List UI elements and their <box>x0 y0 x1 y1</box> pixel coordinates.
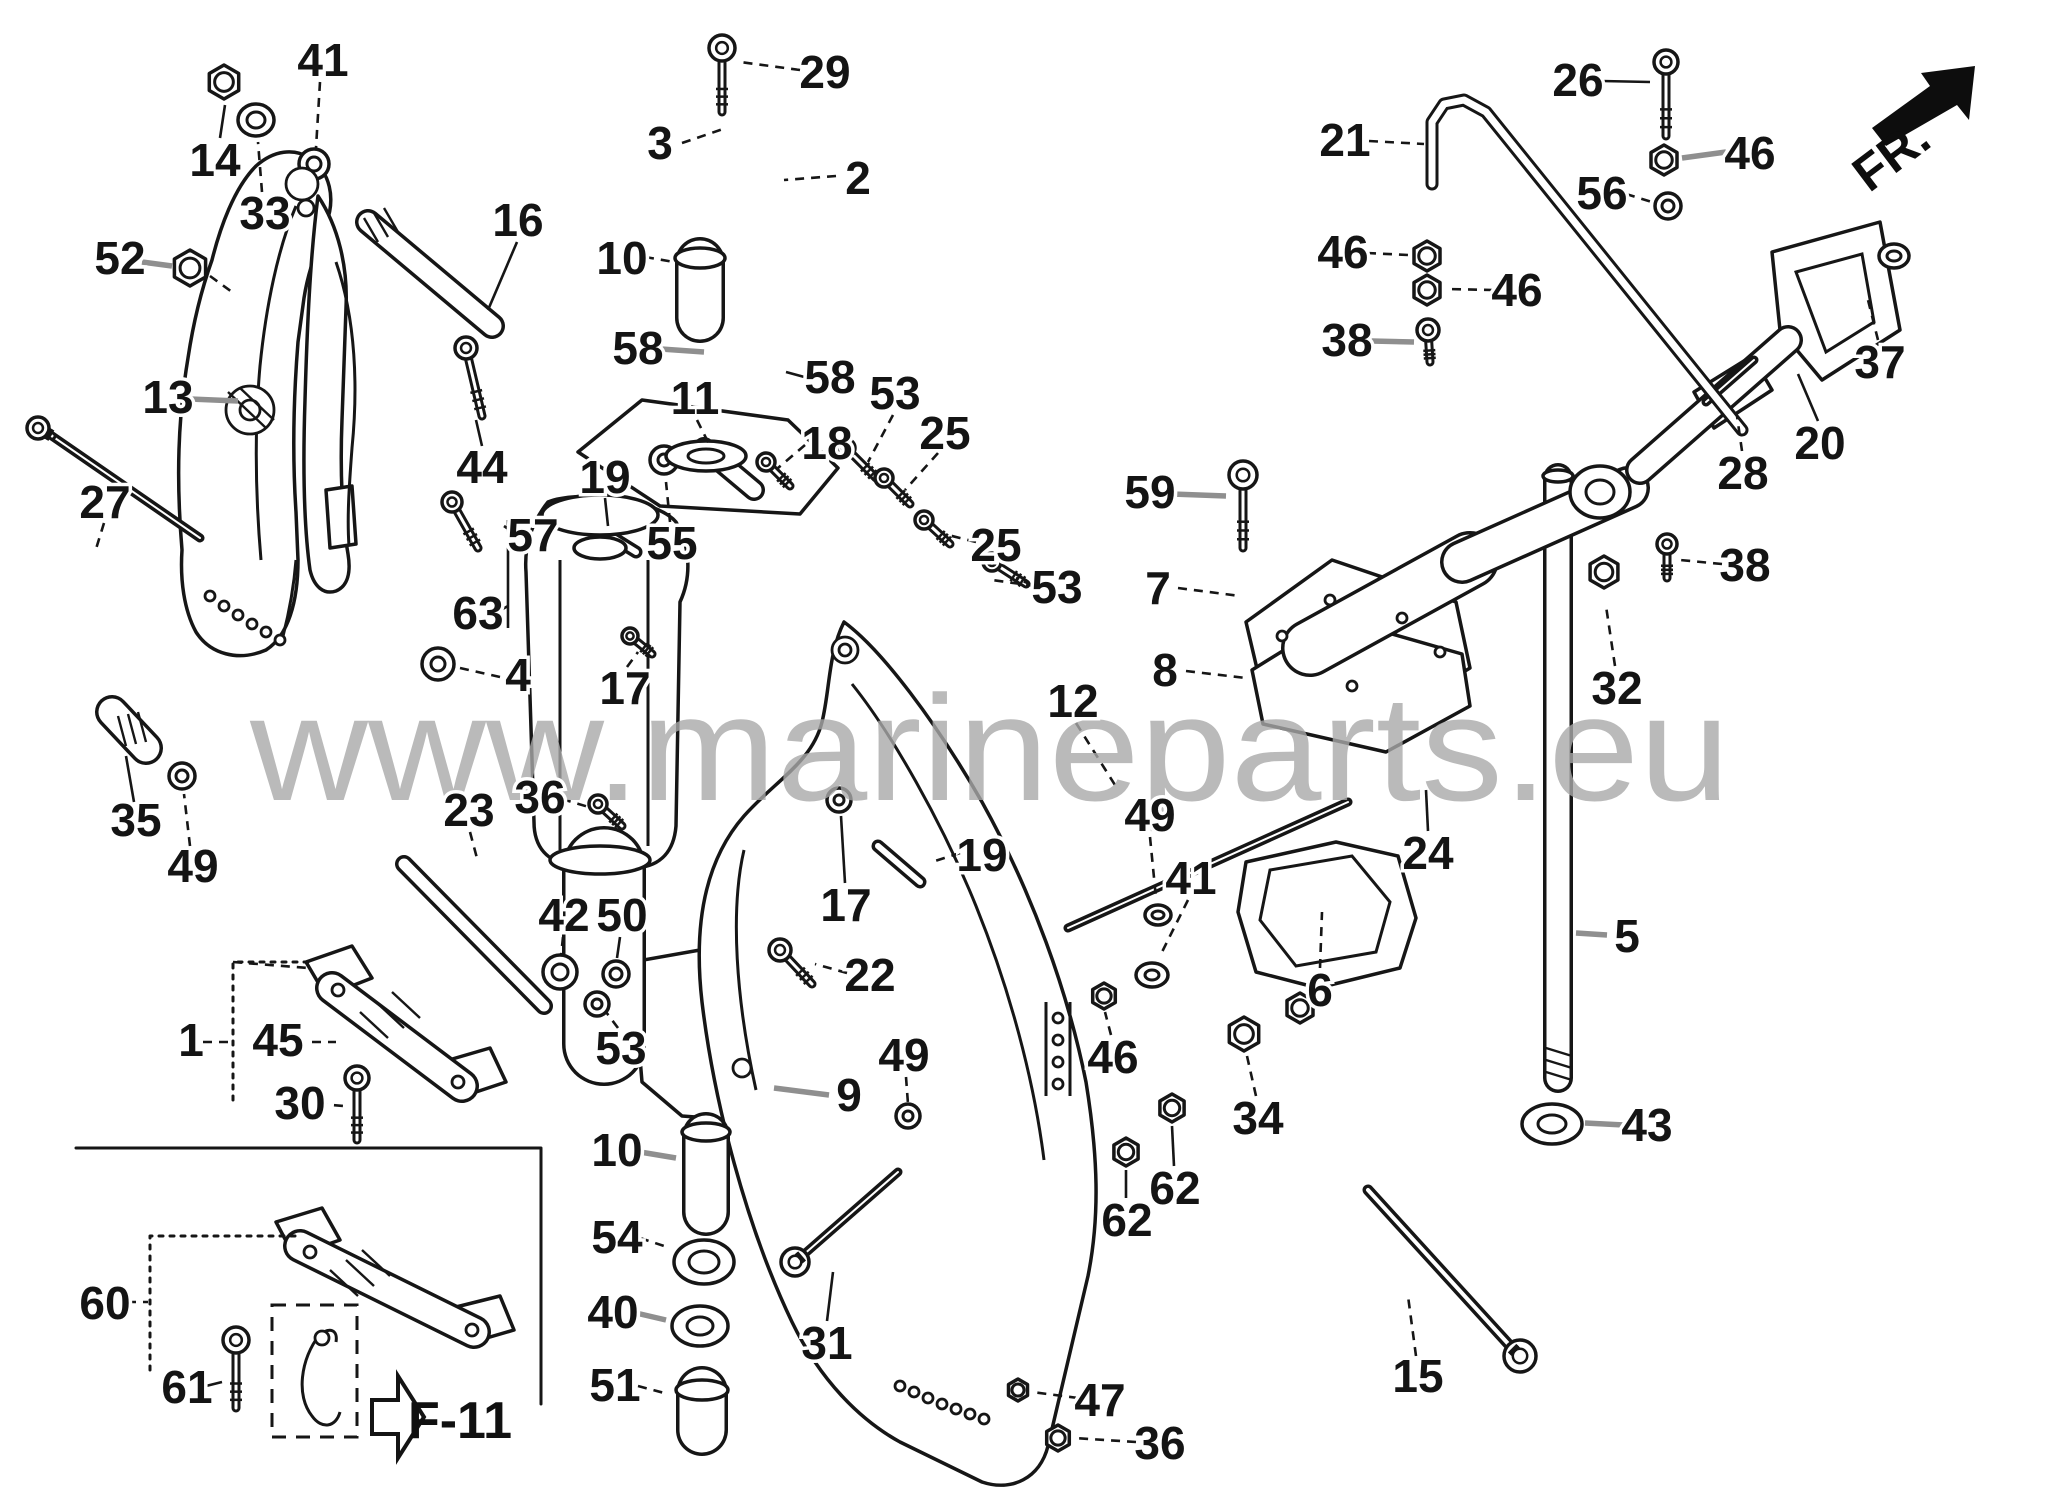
part-number-label: 46 <box>1087 1031 1138 1083</box>
part-number-label: 14 <box>189 134 241 186</box>
part-number-label: 1 <box>178 1014 204 1066</box>
part-number-label: 6 <box>1307 964 1333 1016</box>
part-number-label: 35 <box>110 794 161 846</box>
part-number-label: 15 <box>1392 1350 1443 1402</box>
part-number-label: 62 <box>1149 1162 1200 1214</box>
fr-direction-marker: FR. <box>1842 66 1975 202</box>
part-number-label: 3 <box>647 117 673 169</box>
part-number-label: 11 <box>671 372 720 424</box>
leader-lines <box>94 60 1880 1444</box>
f11-reference[interactable]: F-11 <box>370 1369 512 1465</box>
part-number-label: 45 <box>252 1014 303 1066</box>
part-number-label: 18 <box>801 417 852 469</box>
part-number-label: 53 <box>595 1022 646 1074</box>
part-number-label: 26 <box>1552 54 1603 106</box>
part-number-label: 17 <box>820 879 871 931</box>
part-number-label: 2 <box>845 152 871 204</box>
part-number-label: 13 <box>142 371 193 423</box>
part-number-label: 8 <box>1152 644 1178 696</box>
part-number-label: 49 <box>878 1029 929 1081</box>
part-number-label: 17 <box>599 662 650 714</box>
part-number-label: 46 <box>1491 264 1542 316</box>
part-number-label: 28 <box>1717 447 1768 499</box>
part-number-label: 9 <box>836 1069 862 1121</box>
watermark-text: www.marineparts.eu <box>249 664 1730 832</box>
part-number-label: 56 <box>1576 167 1627 219</box>
part-number-label: 46 <box>1724 127 1775 179</box>
f11-arrow-icon <box>370 1369 427 1465</box>
part-number-label: 32 <box>1591 662 1642 714</box>
part-number-label: 53 <box>869 367 920 419</box>
part-number-label: 44 <box>456 441 508 493</box>
part-number-label: 58 <box>804 351 855 403</box>
part-number-label: 40 <box>587 1286 638 1338</box>
part-number-label: 34 <box>1232 1092 1284 1144</box>
part-number-label: 25 <box>970 519 1021 571</box>
part-number-label: 51 <box>589 1359 640 1411</box>
part-number-label: 19 <box>579 451 630 503</box>
part-number-label: 54 <box>591 1211 643 1263</box>
part-number-label: 46 <box>1317 226 1368 278</box>
part-number-label: 62 <box>1101 1194 1152 1246</box>
part-number-label: 29 <box>799 46 850 98</box>
part-number-label: 61 <box>161 1361 212 1413</box>
part-number-label: 36 <box>1134 1417 1185 1469</box>
part-number-label: 24 <box>1402 827 1454 879</box>
part-number-label: 23 <box>443 784 494 836</box>
part-number-label: 38 <box>1321 314 1372 366</box>
part-number-label: 10 <box>591 1124 642 1176</box>
part-number-label: 7 <box>1145 562 1171 614</box>
part-number-label: 37 <box>1854 336 1905 388</box>
fr-arrow-icon <box>1872 66 1975 146</box>
part-number-label: 50 <box>596 889 647 941</box>
part-number-label: 22 <box>844 949 895 1001</box>
f11-reference-label[interactable]: F-11 <box>408 1392 512 1450</box>
part-number-label: 49 <box>1124 789 1175 841</box>
part-number-label: 12 <box>1047 675 1098 727</box>
part-number-label: 41 <box>1165 852 1216 904</box>
part-number-label: 60 <box>79 1277 130 1329</box>
part-number-label: 10 <box>596 232 647 284</box>
part-number-label: 21 <box>1319 114 1370 166</box>
part-number-label: 49 <box>167 840 218 892</box>
part-number-label: 30 <box>274 1077 325 1129</box>
part-number-label: 52 <box>94 232 145 284</box>
part-number-label: 27 <box>79 476 130 528</box>
part-number-label: 58 <box>612 322 663 374</box>
part-number-label: 4 <box>505 649 531 701</box>
part-number-label: 43 <box>1621 1099 1672 1151</box>
part-number-label: 20 <box>1794 417 1845 469</box>
part-number-label: 5 <box>1614 910 1640 962</box>
part-number-label: 47 <box>1074 1374 1125 1426</box>
part-number-label: 53 <box>1031 561 1082 613</box>
part-number-label: 59 <box>1124 466 1175 518</box>
part-number-label: 25 <box>919 407 970 459</box>
part-number-label: 19 <box>956 829 1007 881</box>
part-drawings <box>25 33 1911 1487</box>
part-number-label: 36 <box>514 771 565 823</box>
part-number-label: 63 <box>452 587 503 639</box>
part-number-label: 41 <box>297 34 348 86</box>
part-number-label: 57 <box>507 509 558 561</box>
part-number-label: 38 <box>1719 539 1770 591</box>
part-number-label: 33 <box>239 187 290 239</box>
part-number-label: 42 <box>538 889 589 941</box>
part-number-label: 31 <box>801 1317 852 1369</box>
part-number-label: 16 <box>492 194 543 246</box>
part-number-label: 55 <box>646 517 697 569</box>
